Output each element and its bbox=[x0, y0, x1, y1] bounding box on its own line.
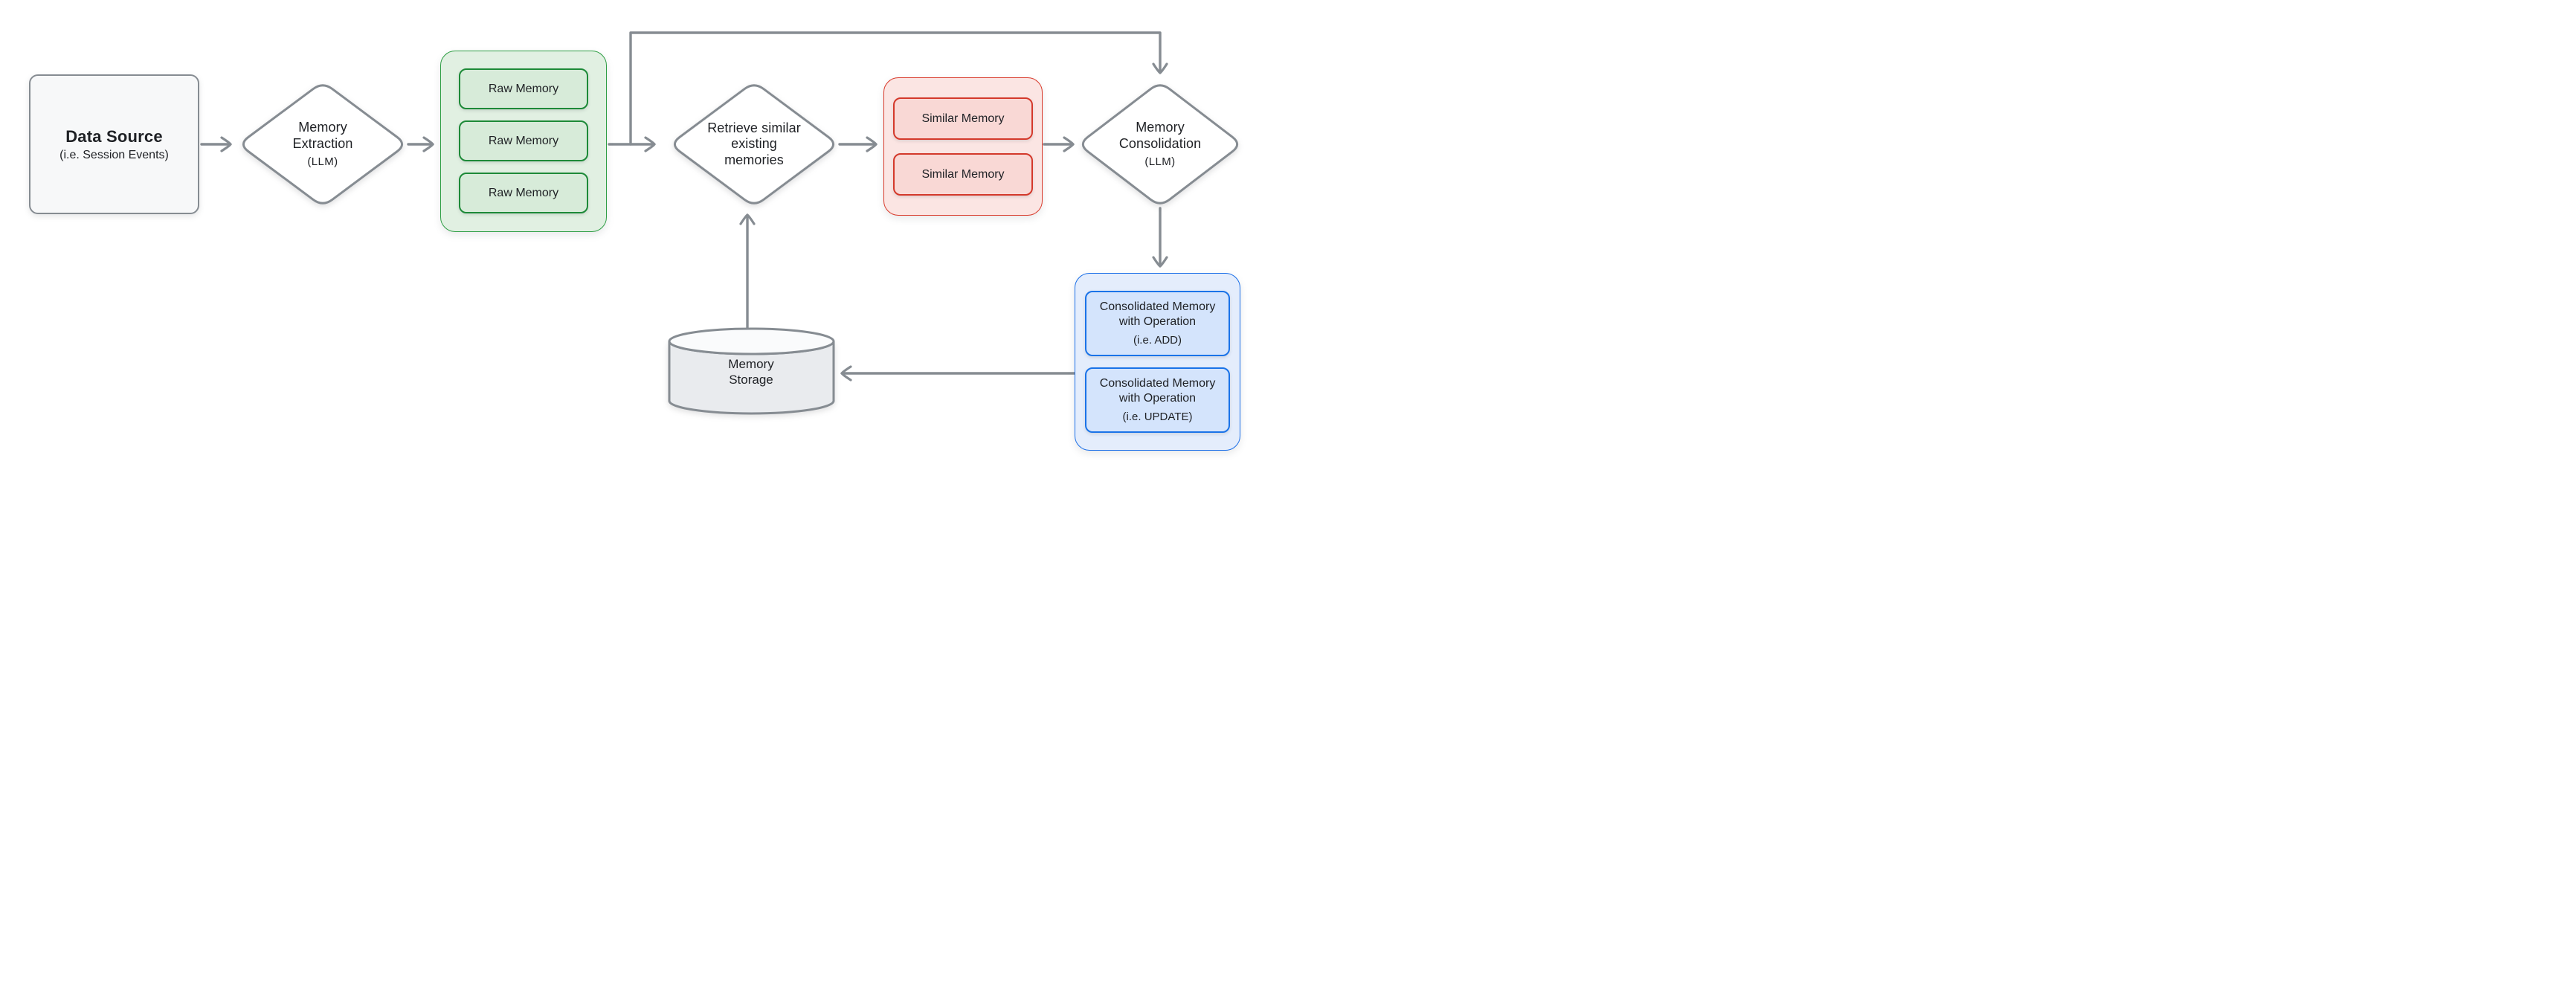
memory-pipeline-diagram: Data Source (i.e. Session Events) Memory… bbox=[0, 0, 1288, 500]
feedback-arrow-rawmemory-to-consolidation bbox=[629, 31, 1168, 146]
memory-consolidation-diamond bbox=[1081, 84, 1239, 205]
raw-memory-chip: Raw Memory bbox=[459, 68, 588, 109]
data-source-subtitle: (i.e. Session Events) bbox=[59, 148, 169, 161]
data-source-title: Data Source bbox=[65, 126, 163, 146]
consolidated-memory-operation: (i.e. ADD) bbox=[1133, 333, 1182, 347]
raw-memory-group: Raw Memory Raw Memory Raw Memory bbox=[440, 51, 607, 232]
memory-extraction-diamond bbox=[242, 84, 404, 205]
consolidated-memory-line1: Consolidated Memory bbox=[1099, 377, 1216, 390]
raw-memory-label: Raw Memory bbox=[488, 134, 559, 147]
raw-memory-chip: Raw Memory bbox=[459, 120, 588, 161]
memory-storage-cylinder-top bbox=[668, 327, 835, 355]
similar-memory-label: Similar Memory bbox=[921, 112, 1005, 125]
similar-memory-label: Similar Memory bbox=[921, 167, 1005, 181]
similar-memory-chip: Similar Memory bbox=[893, 153, 1033, 196]
raw-memory-label: Raw Memory bbox=[488, 82, 559, 95]
data-source-node: Data Source (i.e. Session Events) bbox=[29, 74, 199, 214]
similar-memory-chip: Similar Memory bbox=[893, 97, 1033, 140]
diagram-shapes-and-connectors bbox=[200, 31, 1239, 415]
raw-memory-label: Raw Memory bbox=[488, 186, 559, 199]
consolidated-memory-line1: Consolidated Memory bbox=[1099, 300, 1216, 314]
consolidated-memory-group: Consolidated Memory with Operation (i.e.… bbox=[1075, 273, 1240, 451]
retrieve-memories-diamond bbox=[673, 84, 835, 205]
raw-memory-chip: Raw Memory bbox=[459, 173, 588, 213]
consolidated-memory-line2: with Operation bbox=[1118, 391, 1197, 405]
consolidated-memory-line2: with Operation bbox=[1118, 315, 1197, 328]
consolidated-memory-chip: Consolidated Memory with Operation (i.e.… bbox=[1085, 367, 1230, 433]
similar-memory-group: Similar Memory Similar Memory bbox=[883, 77, 1043, 216]
consolidated-memory-operation: (i.e. UPDATE) bbox=[1122, 410, 1193, 423]
consolidated-memory-chip: Consolidated Memory with Operation (i.e.… bbox=[1085, 291, 1230, 356]
